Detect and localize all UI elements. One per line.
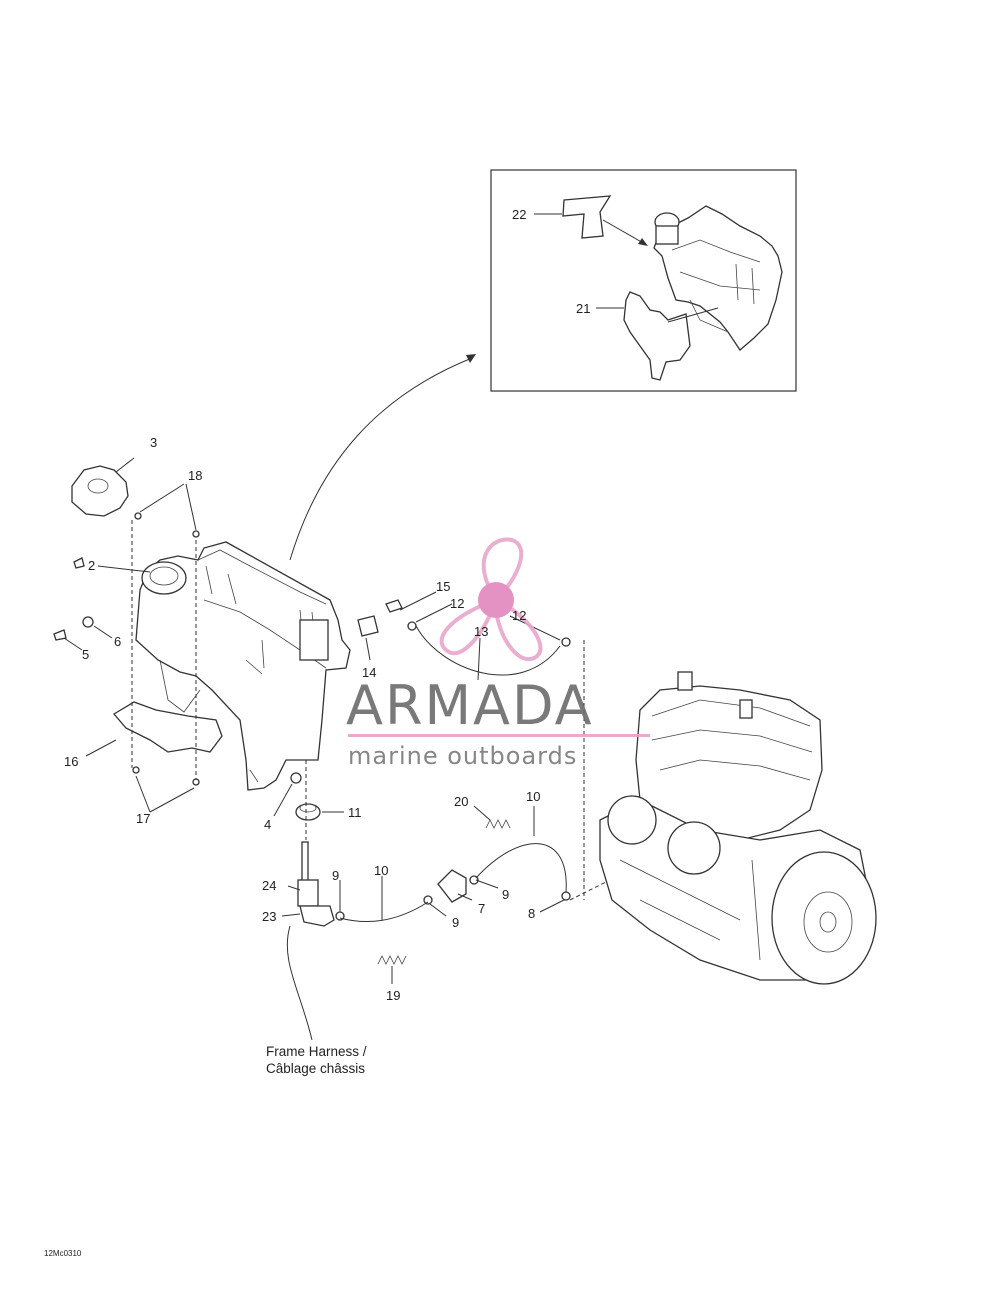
drawing-code: 12Mc0310 bbox=[44, 1249, 82, 1258]
hardware bbox=[53, 512, 571, 965]
callout-9-left: 9 bbox=[332, 868, 339, 883]
deflector-16-part bbox=[113, 701, 223, 753]
oil-tank bbox=[135, 541, 351, 791]
cap-3-part bbox=[71, 465, 129, 517]
callout-21: 21 bbox=[576, 301, 590, 316]
callout-3: 3 bbox=[150, 435, 157, 450]
callout-18: 18 bbox=[188, 468, 202, 483]
callout-12-right: 12 bbox=[512, 608, 526, 623]
watermark-rule bbox=[348, 734, 650, 737]
decal-22-part bbox=[562, 195, 612, 239]
callout-11: 11 bbox=[348, 805, 362, 820]
hose-10-lower bbox=[339, 901, 429, 922]
callout-16: 16 bbox=[64, 754, 78, 769]
callout-labels: 22 21 3 18 2 6 5 16 17 4 11 14 15 12 12 … bbox=[64, 207, 590, 1003]
callout-10-upper: 10 bbox=[526, 789, 540, 804]
callout-19: 19 bbox=[386, 988, 400, 1003]
callout-10-lower: 10 bbox=[374, 863, 388, 878]
callout-9-right: 9 bbox=[502, 887, 509, 902]
caption-line-1: Frame Harness / bbox=[266, 1044, 367, 1059]
callout-12-left: 12 bbox=[450, 596, 464, 611]
hose-10-upper bbox=[475, 843, 567, 893]
watermark-brand: ARMADA bbox=[346, 674, 594, 737]
callout-4: 4 bbox=[264, 817, 271, 832]
leader-lines bbox=[63, 213, 624, 1041]
inset-detail bbox=[490, 169, 797, 392]
caption-line-2: Câblage châssis bbox=[266, 1061, 365, 1076]
callout-15: 15 bbox=[436, 579, 450, 594]
hose-13 bbox=[415, 625, 561, 676]
callout-20: 20 bbox=[454, 794, 468, 809]
callout-23: 23 bbox=[262, 909, 276, 924]
gasket-21-part bbox=[623, 291, 691, 381]
callout-6: 6 bbox=[114, 634, 121, 649]
callout-24: 24 bbox=[262, 878, 276, 893]
callout-7: 7 bbox=[478, 901, 485, 916]
callout-2: 2 bbox=[88, 558, 95, 573]
inset-arrow bbox=[289, 357, 473, 561]
callout-5: 5 bbox=[82, 647, 89, 662]
callout-14: 14 bbox=[362, 665, 376, 680]
watermark-tagline: marine outboards bbox=[348, 742, 577, 770]
callout-13: 13 bbox=[474, 624, 488, 639]
callout-8: 8 bbox=[528, 906, 535, 921]
propeller-logo-icon bbox=[439, 537, 543, 662]
inset-reservoir-part bbox=[653, 205, 783, 351]
callout-22: 22 bbox=[512, 207, 526, 222]
callout-9-mid: 9 bbox=[452, 915, 459, 930]
engine bbox=[599, 671, 877, 985]
callout-17: 17 bbox=[136, 811, 150, 826]
watermark: ARMADA marine outboards bbox=[346, 537, 650, 770]
